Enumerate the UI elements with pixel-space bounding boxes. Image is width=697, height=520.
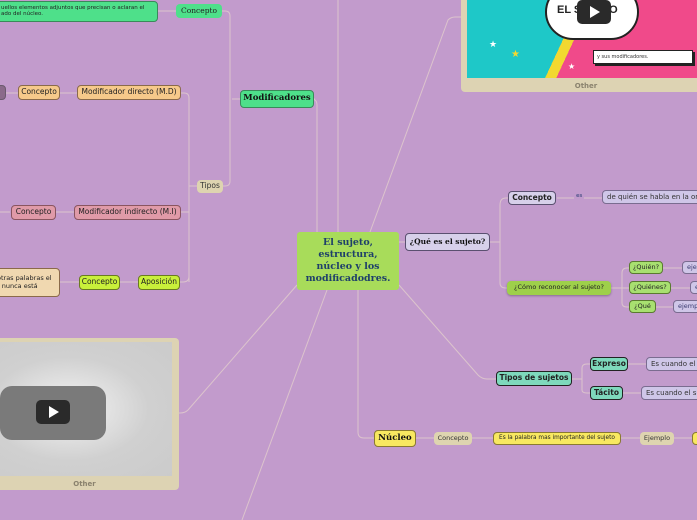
aposicion-node[interactable]: Aposición <box>138 275 180 290</box>
nucleo-label: Núcleo <box>378 432 412 443</box>
ejemplo-quien-node[interactable]: ejer <box>682 261 697 274</box>
expreso-text: Es cuando el <box>651 359 696 368</box>
aposicion-concepto-node[interactable]: Concepto <box>79 275 120 290</box>
expreso-text-node[interactable]: Es cuando el <box>646 357 697 371</box>
tacito-text-node[interactable]: Es cuando el su <box>641 386 697 400</box>
nucleo-ejemplo-label: Ejemplo <box>643 433 671 442</box>
central-topic-text: El sujeto, estructura, núcleo y los modi… <box>305 237 391 284</box>
tipos-sujetos-node[interactable]: Tipos de sujetos <box>496 371 572 386</box>
video-subtitle-box: y sus modificadores. <box>593 50 693 64</box>
ejemplo-quienes-node[interactable]: e <box>690 281 697 294</box>
mi-node[interactable]: Modificador indirecto (M.I) <box>74 205 181 220</box>
como-reconocer-label: ¿Cómo reconocer al sujeto? <box>514 283 604 292</box>
aposicion-label: Aposición <box>140 277 178 287</box>
play-button-icon[interactable] <box>36 400 70 424</box>
nucleo-node[interactable]: Núcleo <box>374 430 416 447</box>
como-reconocer-node[interactable]: ¿Cómo reconocer al sujeto? <box>507 281 611 295</box>
pregunta-quienes-node[interactable]: ¿Quiénes? <box>629 281 671 294</box>
star-icon: ★ <box>568 62 576 71</box>
nucleo-concepto-node[interactable]: Concepto <box>434 432 472 445</box>
aposicion-text-line: r nunca está <box>0 281 38 290</box>
modificadores-node[interactable]: Modificadores <box>240 90 314 108</box>
nucleo-ejemplo-value-node[interactable] <box>692 432 697 445</box>
pregunta-label: ¿Quiénes? <box>633 282 667 291</box>
top-video-frame[interactable]: EL SUJETO ★ ★ ★ y sus modificadores. Oth… <box>461 0 697 92</box>
nucleo-concepto-label: Concepto <box>437 433 469 442</box>
concepto-text-line: uellos elementos adjuntos que precisan o… <box>1 5 145 11</box>
top-video-thumbnail[interactable]: EL SUJETO ★ ★ ★ y sus modificadores. <box>467 0 697 78</box>
mi-label: Modificador indirecto (M.I) <box>78 207 177 217</box>
tacito-node[interactable]: Tácito <box>590 386 623 400</box>
star-icon: ★ <box>511 49 520 60</box>
md-label: Modificador directo (M.D) <box>81 87 177 97</box>
top-video-caption: Other <box>574 82 598 90</box>
modificadores-concepto-text-node[interactable]: uellos elementos adjuntos que precisan o… <box>0 1 158 22</box>
aposicion-text-node[interactable]: otras palabras el r nunca está <box>0 268 60 297</box>
aposicion-text-line: otras palabras el <box>0 274 52 283</box>
tipos-label: Tipos <box>200 181 220 191</box>
ejemplo-que-node[interactable]: ejemp <box>673 300 697 313</box>
left-video-caption: Other <box>73 480 96 488</box>
pregunta-label: ¿Qué <box>634 301 651 310</box>
modificadores-label: Modificadores <box>243 93 311 104</box>
pregunta-label: ¿Quién? <box>632 262 660 271</box>
ejemplo-label: ejemp <box>678 301 697 310</box>
nucleo-ejemplo-node[interactable]: Ejemplo <box>640 432 674 445</box>
concepto-text-line: ado del núcleo. <box>1 11 44 18</box>
que-es-concepto-text-node[interactable]: de quién se habla en la or <box>602 190 697 204</box>
nucleo-concepto-text-node[interactable]: Es la palabra mas importante del sujeto <box>493 432 621 445</box>
nucleo-concepto-text: Es la palabra mas importante del sujeto <box>499 435 615 442</box>
ejemplo-label: e <box>695 283 697 291</box>
ejemplo-label: ejer <box>687 262 697 271</box>
play-button-icon[interactable] <box>577 0 611 24</box>
md-node[interactable]: Modificador directo (M.D) <box>77 85 181 100</box>
que-es-concepto-label: Concepto <box>512 192 552 202</box>
mi-concepto-label: Concepto <box>15 207 52 217</box>
que-es-label: ¿Qué es el sujeto? <box>409 236 486 246</box>
modificadores-concepto-node[interactable]: Concepto <box>176 4 222 18</box>
que-es-node[interactable]: ¿Qué es el sujeto? <box>405 233 490 251</box>
mi-concepto-node[interactable]: Concepto <box>11 205 56 220</box>
que-es-concepto-node[interactable]: Concepto <box>508 191 556 205</box>
tacito-label: Tácito <box>594 387 619 397</box>
md-concepto-label: Concepto <box>21 87 57 97</box>
separator-label: es <box>576 193 583 199</box>
tipos-sujetos-label: Tipos de sujetos <box>499 373 569 383</box>
left-video-thumbnail[interactable] <box>0 342 172 476</box>
que-es-concepto-text: de quién se habla en la or <box>607 192 697 201</box>
pregunta-quien-node[interactable]: ¿Quién? <box>629 261 663 274</box>
expreso-node[interactable]: Expreso <box>590 357 628 371</box>
md-concepto-node[interactable]: Concepto <box>18 85 60 100</box>
tipos-node[interactable]: Tipos <box>197 180 223 193</box>
star-icon: ★ <box>489 40 498 50</box>
expreso-label: Expreso <box>592 358 626 368</box>
tacito-text: Es cuando el su <box>646 388 697 397</box>
md-detail-node-edge[interactable] <box>0 85 6 100</box>
video-subtitle: y sus modificadores. <box>597 54 649 60</box>
pregunta-que-node[interactable]: ¿Qué <box>629 300 656 313</box>
left-video-frame[interactable]: Other <box>0 338 179 490</box>
concepto-label: Concepto <box>180 5 218 15</box>
central-topic[interactable]: El sujeto, estructura, núcleo y los modi… <box>297 232 399 290</box>
aposicion-concepto-label: Concepto <box>81 277 118 287</box>
